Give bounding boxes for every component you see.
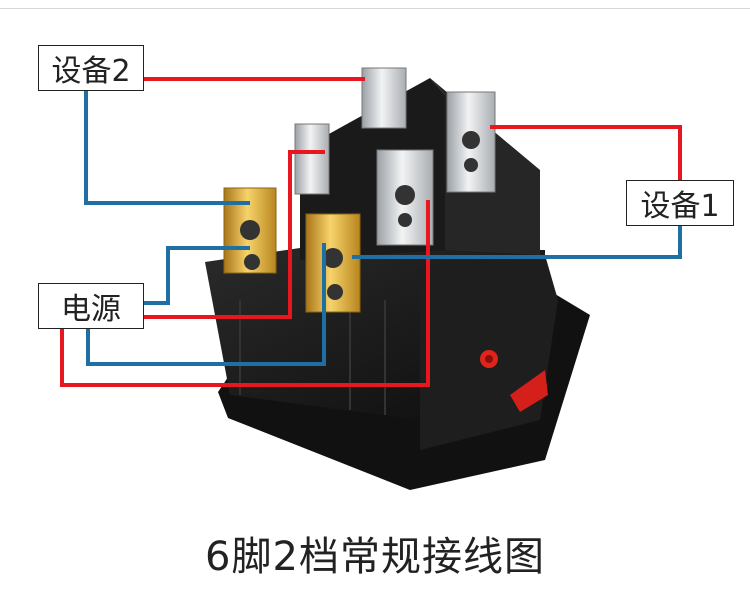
terminal-mid-left	[294, 123, 330, 195]
wire-blue-device2	[84, 89, 250, 205]
terminal-gold-left	[223, 187, 277, 274]
diagram-caption: 6脚2档常规接线图	[205, 534, 545, 580]
wire-blue-power-top	[142, 246, 250, 305]
top-divider	[0, 8, 750, 9]
rocker-switch-body	[205, 78, 590, 490]
wire-red-power-top	[142, 150, 325, 319]
terminal-gold-right	[305, 213, 361, 313]
power-label: 电源	[38, 283, 144, 329]
device1-label: 设备1	[626, 180, 734, 226]
terminal-top-back-left	[361, 67, 407, 129]
wire-blue-power-bottom	[86, 243, 326, 366]
wire-red-device1	[490, 125, 682, 180]
wire-blue-device1	[352, 224, 682, 259]
terminal-front-right	[376, 149, 434, 246]
wire-red-power-bottom	[60, 200, 430, 387]
device2-label: 设备2	[38, 45, 144, 91]
terminal-top-back-right	[446, 91, 496, 193]
